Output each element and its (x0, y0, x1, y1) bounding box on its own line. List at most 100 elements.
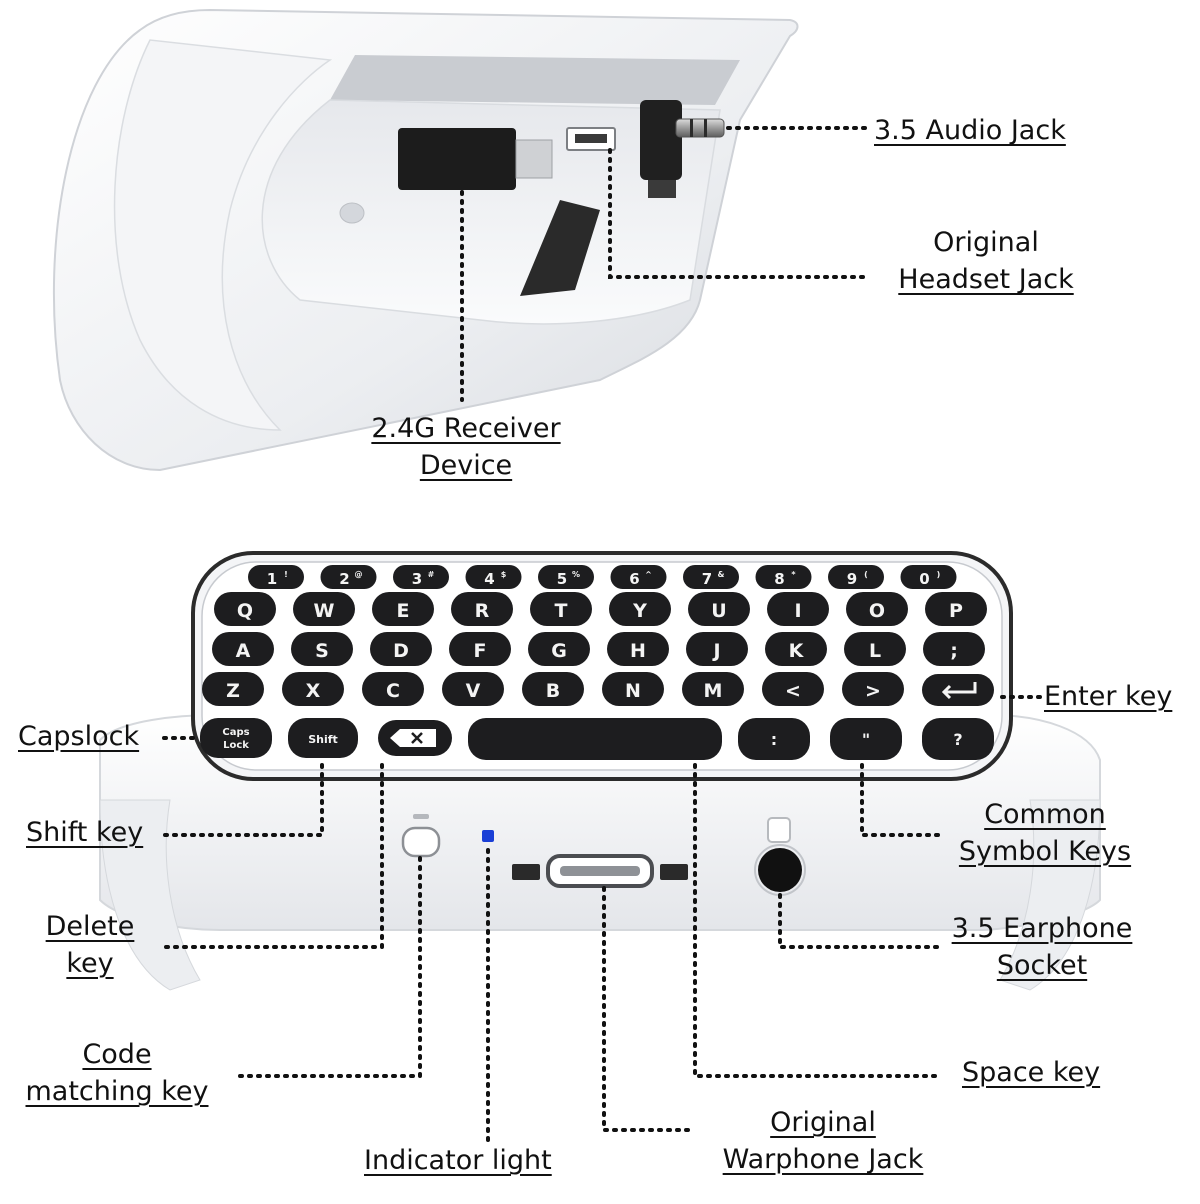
vent-right (660, 864, 688, 880)
label-delete-key-line1: Delete (45, 911, 135, 942)
label-receiver: 2.4G Receiver Device (350, 410, 582, 484)
key-1 (248, 565, 304, 589)
key-label-i: I (794, 600, 801, 622)
key-label-q: Q (237, 600, 253, 622)
key-label-row3-3: F (474, 640, 487, 662)
label-symbol-keys-line2: Symbol Keys (958, 836, 1132, 867)
key-label-row4-4: B (546, 680, 560, 702)
key-sub-label-1: ! (284, 570, 288, 579)
key-i (767, 592, 829, 626)
space-key (468, 718, 722, 760)
indicator-light (482, 830, 494, 842)
symbol-key-label-2: ? (953, 730, 962, 749)
key-label-row4-2: C (386, 680, 400, 702)
receiver-dongle-connector (515, 139, 553, 179)
key-label-row4-7: < (785, 680, 801, 702)
backspace-x-icon (411, 732, 423, 744)
key-sub-label-8: * (791, 570, 796, 579)
label-indicator-light: Indicator light (364, 1142, 552, 1179)
key-label-r: R (475, 600, 490, 622)
audio-jack-socket (640, 100, 682, 180)
key-sub-label-7: & (718, 570, 725, 579)
label-space-key: Space key (962, 1054, 1100, 1091)
key-row3-7 (765, 632, 827, 666)
audio-plug-barrel (675, 118, 725, 138)
symbol-key-0 (738, 718, 810, 760)
key-q (214, 592, 276, 626)
label-delete-key: Delete key (30, 908, 150, 982)
key-label-row4-0: Z (226, 680, 240, 702)
key-u (688, 592, 750, 626)
leader-warphone-jack (602, 886, 692, 1132)
key-sub-label-4: $ (501, 570, 507, 579)
enter-arrow-icon (941, 682, 977, 700)
attachment-slot (330, 55, 740, 105)
label-enter-key: Enter key (1044, 678, 1172, 715)
backspace-icon (390, 729, 436, 747)
headset-port-inner (575, 134, 607, 143)
label-shift-key: Shift key (26, 814, 143, 851)
base-right-grip (999, 799, 1101, 991)
key-8 (755, 565, 812, 589)
label-shift-key-text: Shift key (26, 817, 144, 848)
key-label-row4-1: X (306, 680, 321, 702)
leader-headset-jack (608, 148, 872, 279)
receiver-attachment (52, 8, 799, 472)
earphone-socket (758, 848, 802, 892)
key-row3-6 (686, 632, 748, 666)
audio-plug-ring-2 (704, 119, 707, 137)
key-label-row3-8: L (869, 640, 881, 662)
key-2 (320, 565, 377, 589)
symbol-key-1 (830, 718, 902, 760)
key-label-row3-5: H (630, 640, 646, 662)
leader-code-matching (238, 856, 422, 1078)
label-audio-jack-text: 3.5 Audio Jack (874, 115, 1066, 146)
key-label-u: U (711, 600, 726, 622)
label-receiver-line2: Device (419, 450, 513, 481)
key-label-2: 2 (339, 570, 349, 588)
key-label-p: P (949, 600, 963, 622)
label-warphone-jack: Original Warphone Jack (698, 1104, 948, 1178)
shift-key-label: Shift (308, 733, 338, 746)
key-r (451, 592, 513, 626)
key-row4-0 (202, 672, 264, 706)
key-label-row3-6: J (711, 640, 720, 662)
key-row4-4 (522, 672, 584, 706)
label-warphone-jack-line2: Warphone Jack (722, 1144, 924, 1175)
key-row3-3 (449, 632, 511, 666)
key-3 (393, 565, 449, 589)
label-receiver-line1: 2.4G Receiver (371, 413, 561, 444)
key-row3-4 (528, 632, 590, 666)
key-label-e: E (397, 600, 410, 622)
label-capslock-text: Capslock (18, 721, 140, 752)
vent-left (512, 864, 540, 880)
label-headset-jack-line2: Headset Jack (898, 264, 1074, 295)
ribbon-cable (520, 200, 600, 296)
key-sub-label-6: ^ (645, 570, 652, 579)
earphone-socket-marker (767, 817, 791, 843)
key-label-o: O (869, 600, 885, 622)
key-label-row3-9: ; (950, 640, 958, 662)
shift-key (288, 718, 358, 758)
key-row3-2 (370, 632, 432, 666)
label-delete-key-line2: key (66, 948, 114, 979)
key-6 (610, 565, 667, 589)
key-label-row3-0: A (236, 640, 251, 662)
key-label-w: W (314, 600, 335, 622)
audio-jack-socket-base (648, 180, 676, 198)
key-t (530, 592, 592, 626)
key-sub-label-3: # (428, 570, 435, 579)
key-label-3: 3 (412, 570, 422, 588)
base-left-grip (99, 799, 201, 991)
key-5 (538, 565, 594, 589)
label-headset-jack: Original Headset Jack (876, 224, 1096, 298)
key-label-9: 9 (847, 570, 857, 588)
key-label-row4-6: M (704, 680, 723, 702)
key-4 (465, 565, 522, 589)
key-sub-label-0: ) (937, 570, 941, 579)
key-row4-1 (282, 672, 344, 706)
key-p (925, 592, 987, 626)
attachment-screw-hole (339, 202, 365, 224)
